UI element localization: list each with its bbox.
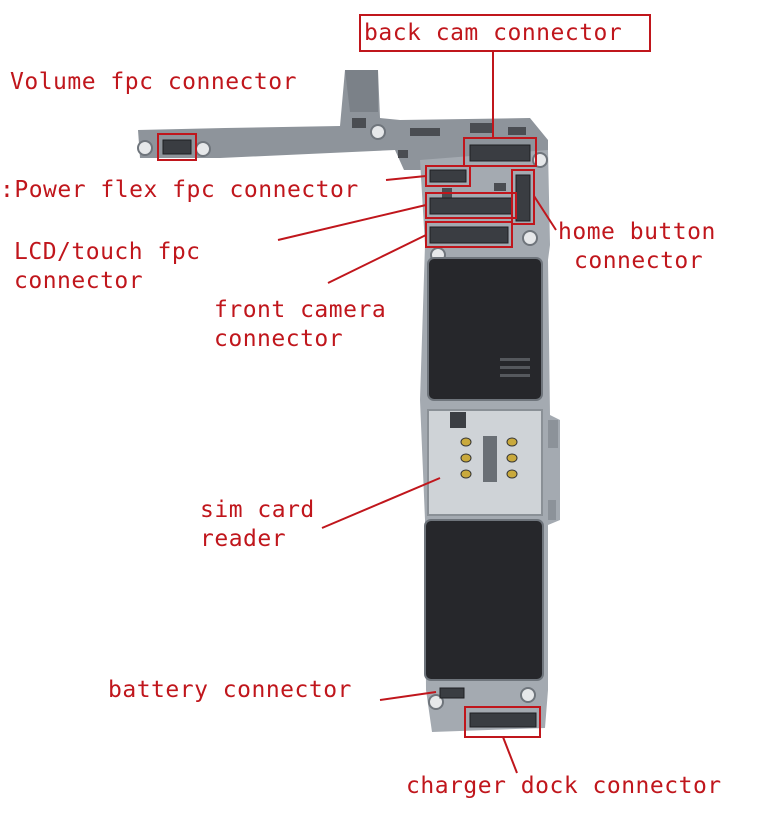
front-cam-connector-box <box>425 221 513 248</box>
qr-code <box>450 412 466 428</box>
upper-shield <box>427 257 543 401</box>
sim-card-reader-label-line1: sim card <box>200 497 315 523</box>
connectors <box>162 139 537 728</box>
charger-dock-connector-box <box>464 706 541 738</box>
sim-card-reader-label-line2: reader <box>200 526 287 552</box>
charger-dock-connector-label: charger dock connector <box>406 773 722 799</box>
sim-contacts <box>460 437 518 479</box>
front-camera-label-line2: connector <box>214 326 344 352</box>
home-button-label-line1: home button <box>558 219 716 245</box>
volume-connector-box <box>157 133 197 161</box>
back-cam-connector-label: back cam connector <box>364 20 623 46</box>
leader-lines <box>277 50 557 774</box>
lcd-touch-fpc-label-line1: LCD/touch fpc <box>14 239 201 265</box>
lower-shield <box>424 519 544 681</box>
power-flex-fpc-connector-label: :Power flex fpc connector <box>0 177 359 203</box>
back-cam-connector-box <box>463 137 537 167</box>
back-cam-title-box <box>359 14 651 52</box>
shield-marking <box>500 358 530 377</box>
battery-connector-label: battery connector <box>108 677 352 703</box>
sim-contact-strip <box>483 436 497 482</box>
lcd-touch-fpc-label-line2: connector <box>14 268 144 294</box>
volume-fpc-connector-label: Volume fpc connector <box>10 69 297 95</box>
home-button-label-line2: connector <box>574 248 704 274</box>
front-camera-label-line1: front camera <box>214 297 387 323</box>
